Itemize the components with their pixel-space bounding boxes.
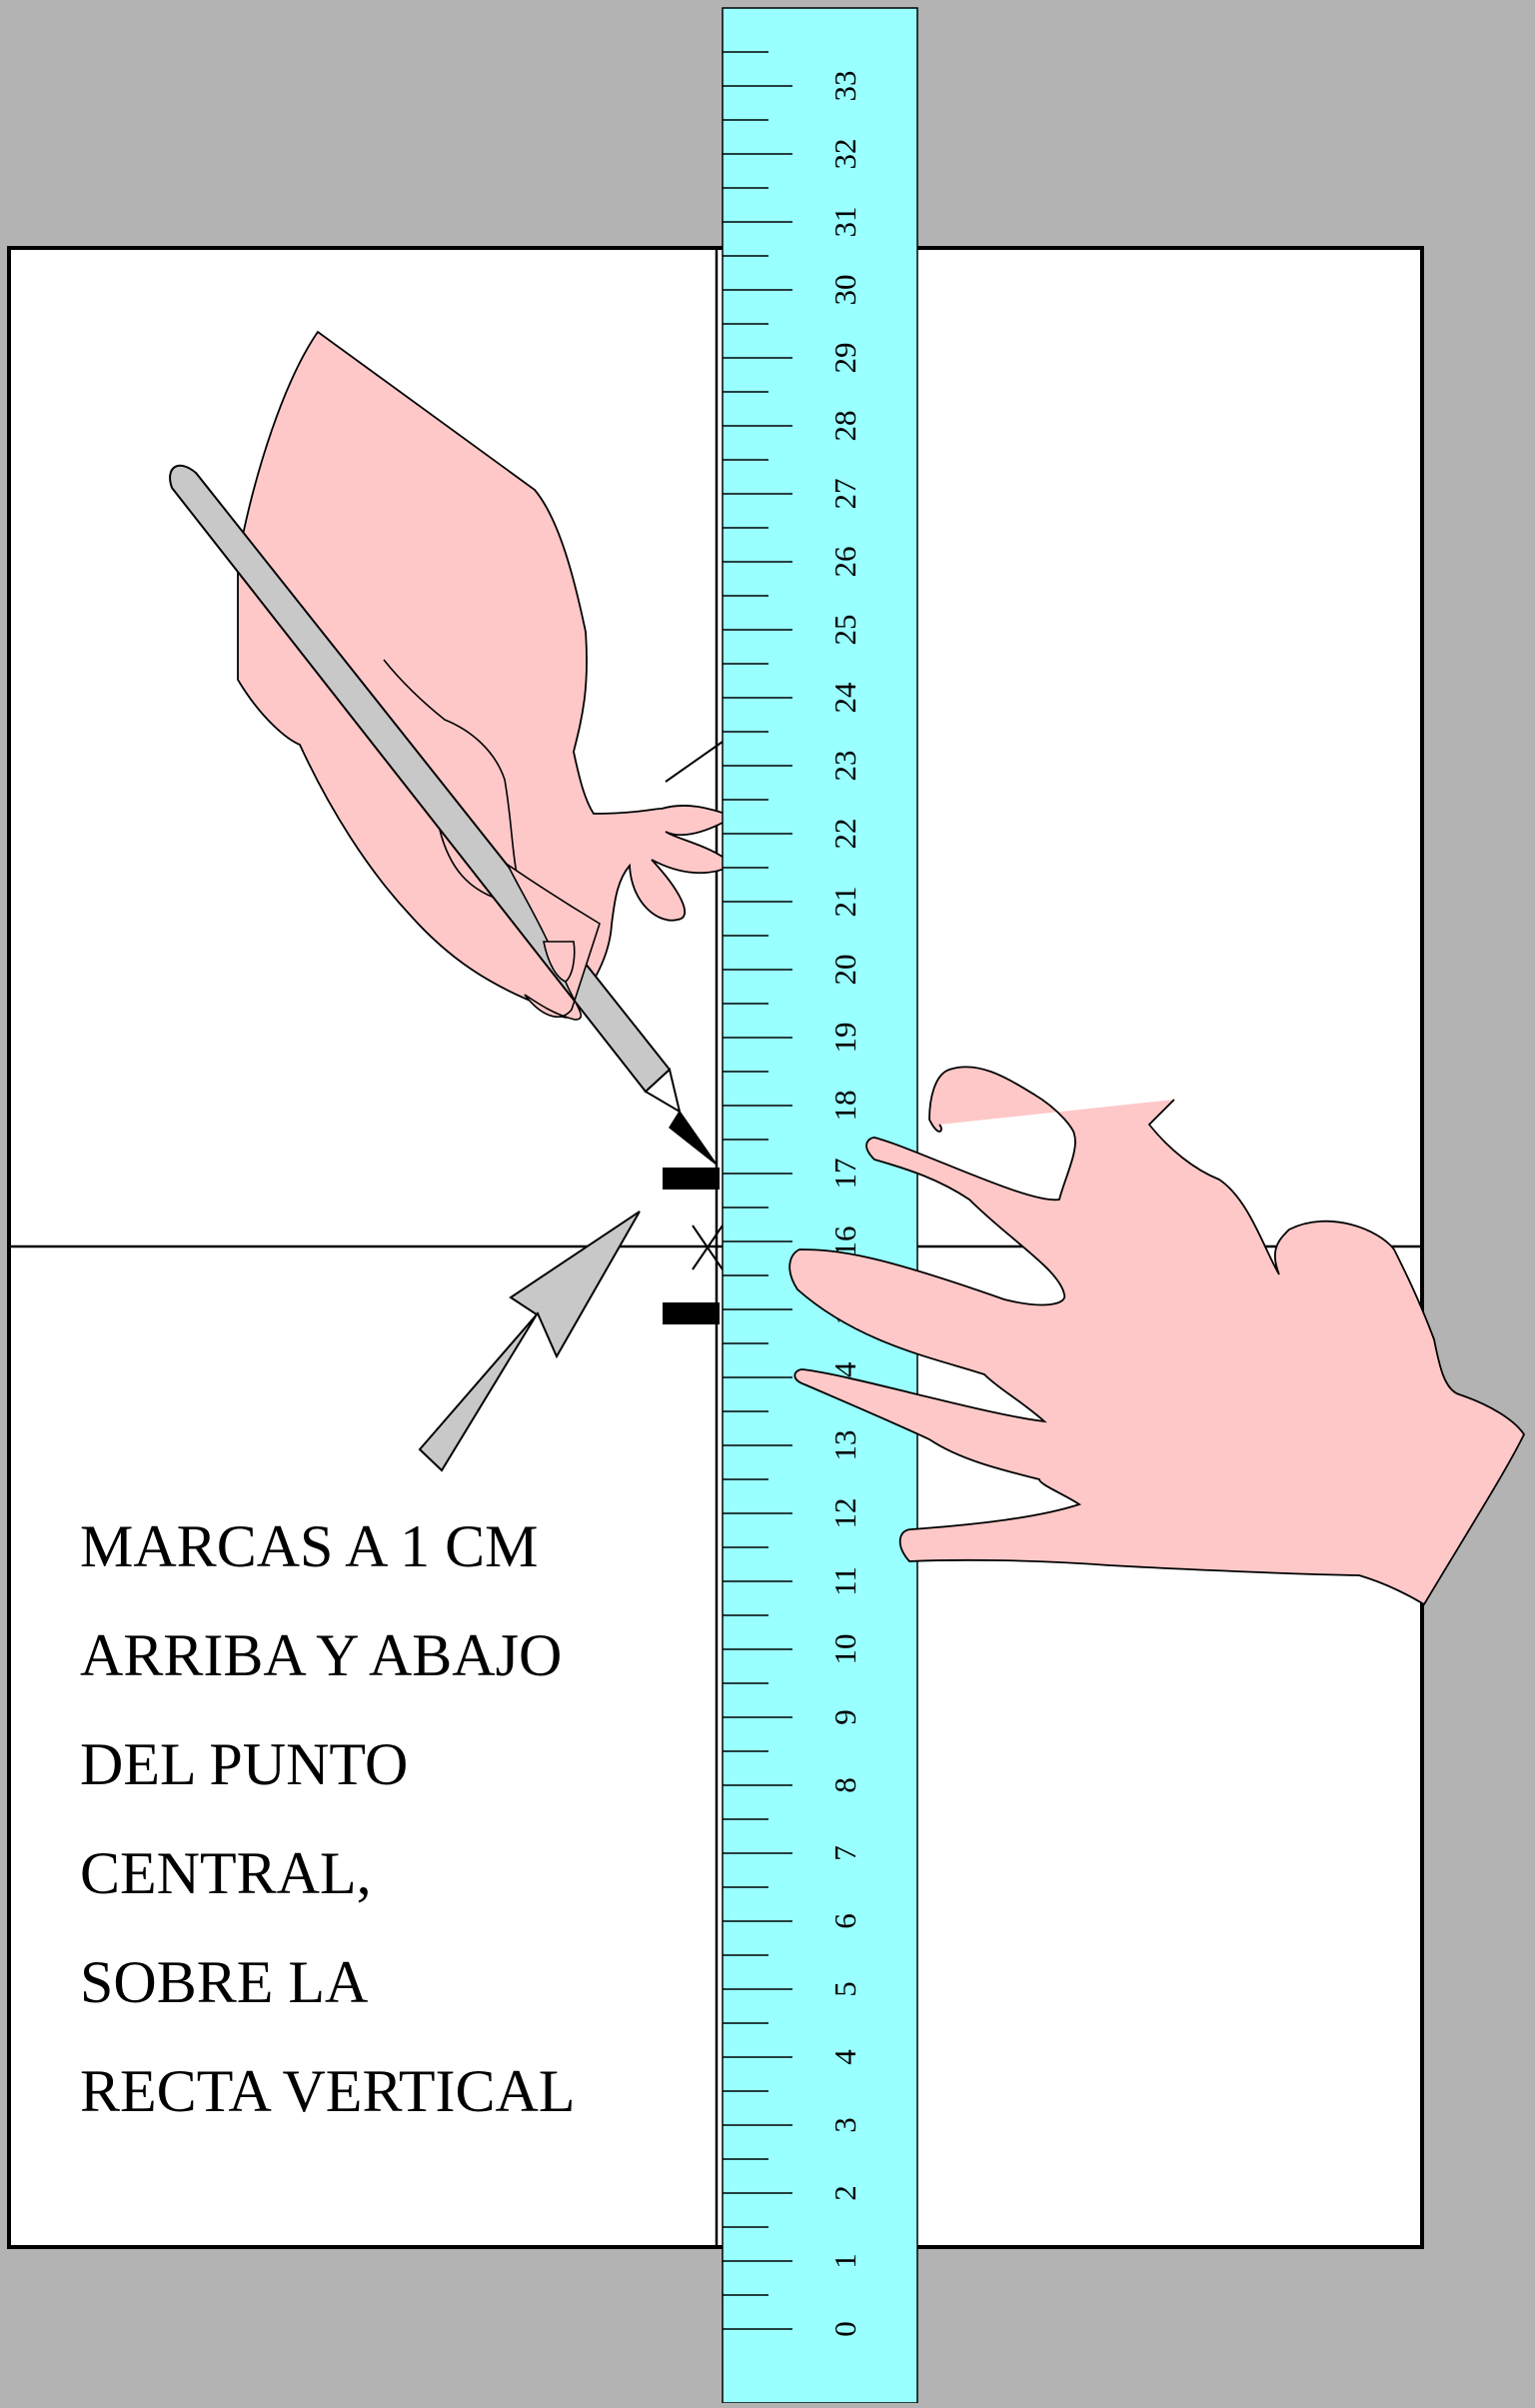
- ruler-label: 25: [827, 615, 862, 646]
- ruler-label: 5: [827, 1981, 862, 1997]
- right-hand: [788, 1066, 1526, 1606]
- pencil-tip-wood: [644, 1068, 682, 1115]
- left-hand-palm: [237, 330, 737, 1019]
- caption-line-6: RECTA VERTICAL: [80, 2058, 576, 2124]
- ruler-label: 21: [827, 887, 862, 918]
- ruler-label: 29: [827, 343, 862, 374]
- center-cross-icon: [692, 1224, 724, 1270]
- mark-below: [663, 1302, 720, 1324]
- ruler-label: 8: [827, 1777, 862, 1793]
- ruler-label: 19: [827, 1023, 862, 1054]
- ruler-label: 0: [827, 2321, 862, 2337]
- ruler-label: 30: [827, 275, 862, 306]
- ruler: 0123456789101112131415161718192021222324…: [722, 7, 918, 2404]
- ruler-label: 12: [827, 1498, 862, 1529]
- ruler-label: 28: [827, 411, 862, 442]
- caption: MARCAS A 1 CM ARRIBA Y ABAJO DEL PUNTO C…: [80, 1513, 576, 2124]
- ruler-label: 26: [827, 547, 862, 578]
- ruler-label: 17: [827, 1159, 862, 1190]
- ruler-label: 20: [827, 955, 862, 986]
- caption-line-4: CENTRAL,: [80, 1840, 372, 1906]
- hand-holding-pencil-icon: [169, 330, 737, 1166]
- caption-line-5: SOBRE LA: [80, 1949, 368, 2015]
- pencil-tip-lead: [669, 1110, 718, 1166]
- ruler-ticks: [723, 51, 792, 2330]
- ruler-label: 24: [827, 682, 862, 714]
- ruler-label: 33: [827, 71, 862, 102]
- left-hand-thumb-line: [383, 659, 519, 881]
- pointer-arrow-icon: [418, 1210, 641, 1472]
- ruler-label: 31: [827, 207, 862, 238]
- ruler-label: 7: [827, 1845, 862, 1861]
- ruler-label: 4: [827, 2049, 862, 2065]
- ruler-label: 2: [827, 2185, 862, 2201]
- ruler-label: 6: [827, 1913, 862, 1929]
- left-hand-finger-line: [439, 829, 501, 901]
- left-hand-nail: [543, 941, 576, 983]
- ruler-label: 11: [827, 1566, 862, 1596]
- ruler-label: 32: [827, 139, 862, 170]
- mark-above: [663, 1168, 720, 1190]
- caption-line-1: MARCAS A 1 CM: [80, 1513, 539, 1579]
- ruler-label: 22: [827, 819, 862, 850]
- ruler-label: 27: [827, 479, 862, 510]
- ruler-label: 3: [827, 2117, 862, 2133]
- ruler-label: 9: [827, 1709, 862, 1725]
- ruler-label: 23: [827, 751, 862, 782]
- ruler-label: 18: [827, 1091, 862, 1122]
- ruler-label: 13: [827, 1430, 862, 1461]
- ruler-label: 10: [827, 1634, 862, 1665]
- caption-line-3: DEL PUNTO: [80, 1731, 408, 1797]
- caption-line-2: ARRIBA Y ABAJO: [80, 1622, 562, 1688]
- ruler-body: [722, 7, 918, 2404]
- pencil-stroke-line: [665, 741, 724, 783]
- hand-holding-ruler-icon: [788, 1066, 1526, 1606]
- ruler-label: 1: [827, 2253, 862, 2269]
